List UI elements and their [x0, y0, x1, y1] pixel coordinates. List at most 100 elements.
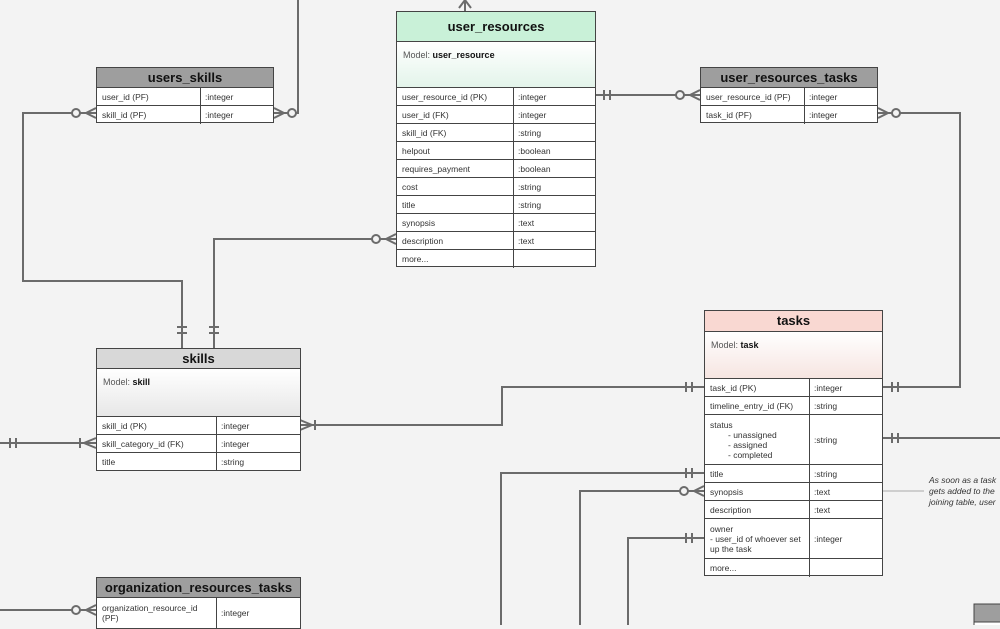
field-name: description — [397, 232, 514, 249]
field-name-text: skill_id (PK) — [102, 420, 147, 431]
table-row: description:text — [705, 501, 882, 519]
field-name: synopsis — [397, 214, 514, 231]
field-name: cost — [397, 178, 514, 195]
field-note: - completed — [728, 449, 773, 460]
field-name: timeline_entry_id (FK) — [705, 397, 810, 414]
field-name-text: helpout — [402, 145, 430, 156]
field-name: skill_id (FK) — [397, 124, 514, 141]
model-label: Model: task — [705, 332, 882, 379]
entity-skills[interactable]: skills Model: skill skill_id (PK):intege… — [96, 348, 301, 471]
field-note: - assigned — [728, 439, 768, 450]
entity-title: user_resources — [397, 12, 595, 42]
table-row: organization_resource_id (PF):integer — [97, 598, 300, 628]
table-row: skill_id (FK) :string — [397, 124, 595, 142]
table-row: title :string — [705, 465, 882, 483]
table-row: status- unassigned- assigned- completed:… — [705, 415, 882, 465]
field-name-text: organization_resource_id (PF) — [102, 603, 198, 623]
field-name-text: task_id (PF) — [706, 110, 752, 120]
field-name-text: skill_category_id (FK) — [102, 438, 184, 449]
model-name: skill — [132, 377, 151, 387]
table-row: user_id (PF):integer — [97, 88, 273, 106]
table-row: synopsis :text — [705, 483, 882, 501]
field-name: title — [705, 465, 810, 482]
link-tasks-synopsis — [579, 490, 704, 625]
field-name: user_id (FK) — [397, 106, 514, 123]
model-label: Model: skill — [97, 369, 300, 417]
annotation-note: As soon as a task gets added to the join… — [929, 475, 997, 507]
field-type: :integer — [221, 420, 250, 431]
model-prefix: Model: — [711, 340, 739, 350]
field-name: task_id (PF) — [701, 106, 805, 124]
link-users-skills-top — [274, 0, 299, 114]
entity-user-resources[interactable]: user_resources Model: user_resource user… — [396, 11, 596, 268]
model-name: user_resource — [432, 50, 495, 60]
field-type: :string — [814, 434, 838, 445]
table-row: more... — [397, 250, 595, 268]
table-row: cost:string — [397, 178, 595, 196]
field-name: status- unassigned- assigned- completed — [705, 415, 810, 464]
entity-title: organization_resources_tasks — [97, 578, 300, 598]
field-name-text: user_id (FK) — [402, 109, 449, 120]
field-note: - user_id of whoever set up the task — [710, 533, 801, 554]
field-type: :boolean — [518, 145, 551, 156]
field-type: :text — [814, 486, 831, 497]
field-type: :string — [518, 127, 542, 138]
field-name: skill_category_id (FK) — [97, 435, 217, 452]
model-prefix: Model: — [403, 50, 431, 60]
field-name-text: title — [402, 199, 416, 210]
table-row: requires_payment :boolean — [397, 160, 595, 178]
model-prefix: Model: — [103, 377, 131, 387]
field-name: more... — [397, 250, 514, 268]
field-name: helpout — [397, 142, 514, 159]
entity-organization-resources-tasks[interactable]: organization_resources_tasks organizatio… — [96, 577, 301, 629]
field-name: title — [97, 453, 217, 471]
table-row: skill_category_id (FK):integer — [97, 435, 300, 453]
table-row: skill_id (PF):integer — [97, 106, 273, 124]
field-note: - unassigned — [728, 429, 777, 440]
field-type: :integer — [809, 91, 838, 102]
field-name: owner - user_id of whoever set up the ta… — [705, 519, 810, 558]
field-type: :string — [814, 468, 838, 479]
field-type: :integer — [814, 382, 843, 393]
table-row: user_id (FK):integer — [397, 106, 595, 124]
field-name: skill_id (PK) — [97, 417, 217, 434]
field-type: :text — [518, 217, 535, 228]
field-name: description — [705, 501, 810, 518]
field-type: :integer — [518, 91, 547, 102]
link-tasks-owner — [627, 537, 704, 625]
field-type: :boolean — [518, 163, 551, 174]
table-row: description:text — [397, 232, 595, 250]
field-name-text: user_resource_id (PK) — [402, 91, 488, 102]
field-type: :integer — [809, 110, 838, 120]
table-row: more... — [705, 559, 882, 577]
field-name-text: synopsis — [710, 486, 744, 497]
field-name: title — [397, 196, 514, 213]
field-name-text: more... — [402, 254, 429, 264]
table-row: task_id (PF) :integer — [701, 106, 877, 124]
field-name-text: title — [710, 468, 724, 479]
field-name: synopsis — [705, 483, 810, 500]
link-tasks-title — [500, 472, 704, 625]
field-name-text: status — [710, 419, 733, 430]
model-label: Model: user_resource — [397, 42, 595, 88]
field-type: :integer — [814, 533, 843, 544]
field-name-text: user_resource_id (PF) — [706, 91, 791, 102]
entity-user-resources-tasks[interactable]: user_resources_tasks user_resource_id (P… — [700, 67, 878, 124]
field-name-text: skill_id (FK) — [402, 127, 447, 138]
field-name-text: skill_id (PF) — [102, 110, 147, 120]
field-name-text: task_id (PK) — [710, 382, 757, 393]
table-row: owner - user_id of whoever set up the ta… — [705, 519, 882, 559]
field-name-text: title — [102, 457, 116, 467]
entity-title: users_skills — [97, 68, 273, 88]
table-row: skill_id (PK) :integer — [97, 417, 300, 435]
field-name-text: owner — [710, 523, 734, 534]
link-urt-tasks — [878, 112, 961, 388]
field-name-text: requires_payment — [402, 163, 471, 174]
field-name-text: user_id (PF) — [102, 91, 149, 102]
table-row: user_resource_id (PF) :integer — [701, 88, 877, 106]
field-type: :string — [221, 457, 245, 467]
field-name: more... — [705, 559, 810, 577]
